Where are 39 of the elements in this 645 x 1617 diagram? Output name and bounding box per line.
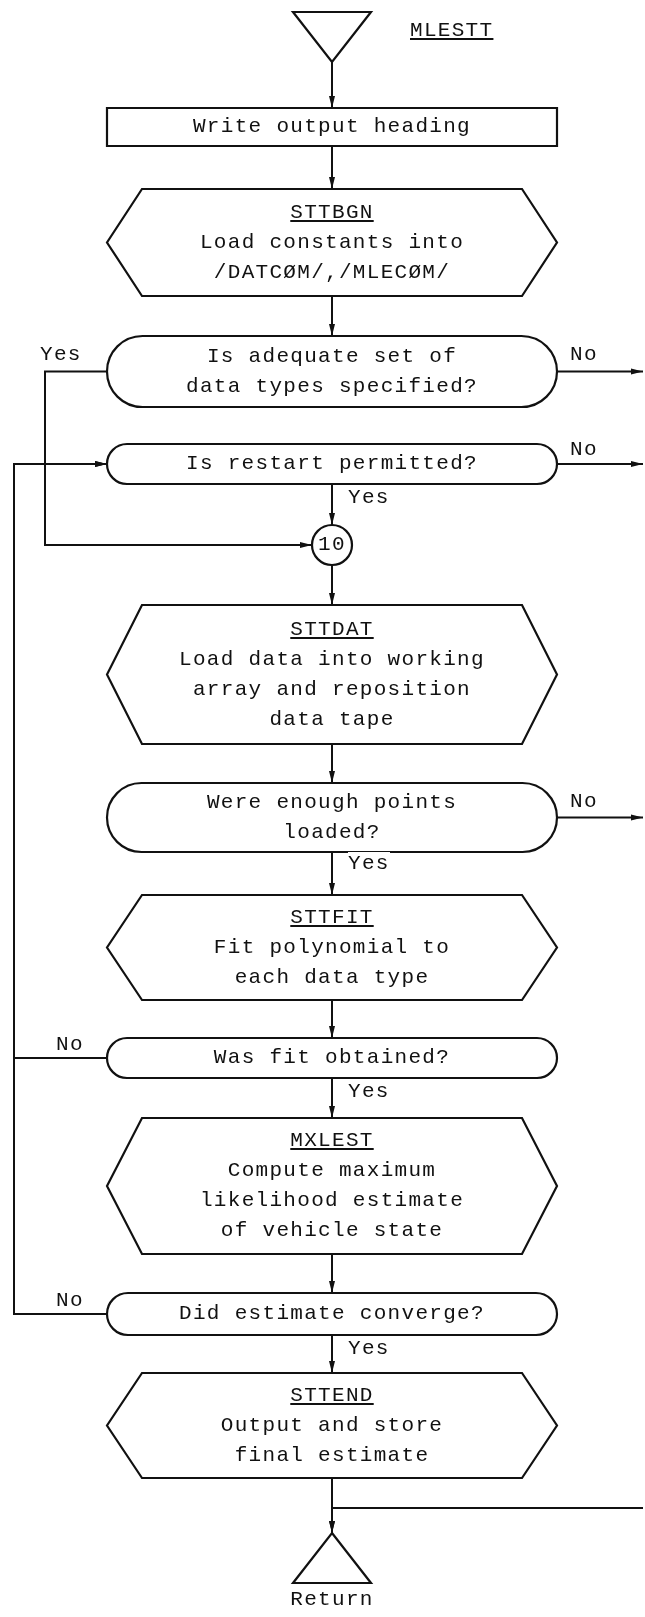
subroutine-hexagon — [107, 189, 557, 296]
decision-box — [107, 444, 557, 484]
step-text: Fit polynomial to each data type — [212, 934, 452, 991]
start-triangle — [293, 12, 371, 62]
flow-arrow — [556, 368, 644, 375]
decision-box — [107, 783, 557, 852]
subroutine-name: STTBGN — [290, 199, 374, 226]
step-text: Output and store final estimate — [219, 1412, 445, 1469]
step-text: Load constants into /DATCØM/,/MLECØM/ — [198, 229, 466, 286]
question-text: Is restart permitted? — [186, 451, 478, 477]
flow-arrow — [556, 814, 644, 821]
question-text: Was fit obtained? — [213, 1045, 451, 1071]
flow-arrow — [329, 61, 335, 109]
connector-number: 10 — [318, 532, 346, 558]
question-text: Were enough points loaded? — [205, 789, 459, 846]
question-text: Did estimate converge? — [179, 1301, 485, 1327]
return-triangle — [293, 1533, 371, 1583]
subroutine-hexagon — [107, 1118, 557, 1254]
connector-circle — [312, 525, 352, 565]
flow-arrow — [329, 564, 335, 606]
flow-arrow — [44, 370, 313, 548]
decision-box — [107, 1293, 557, 1335]
subroutine-name: MXLEST — [290, 1128, 374, 1154]
step-text: Write output heading — [192, 114, 471, 140]
subroutine-hexagon — [107, 1373, 557, 1478]
question-text: Is adequate set of data types specified? — [185, 343, 479, 400]
subroutine-name: STTFIT — [290, 904, 374, 931]
chart-title: MLESTT — [410, 18, 494, 44]
subroutine-hexagon — [107, 895, 557, 1000]
decision-box — [107, 1038, 557, 1078]
step-text: Load data into working array and reposition data tape — [178, 646, 486, 733]
decision-box — [107, 336, 557, 407]
subroutine-hexagon — [107, 605, 557, 744]
step-text: Compute maximum likelihood estimate of vehicle state — [198, 1158, 466, 1244]
process-box — [107, 108, 557, 146]
subroutine-name: STTEND — [290, 1382, 374, 1409]
flow-arrow — [13, 461, 108, 1315]
subroutine-name: STTDAT — [290, 616, 374, 643]
flow-arrow — [556, 461, 644, 467]
